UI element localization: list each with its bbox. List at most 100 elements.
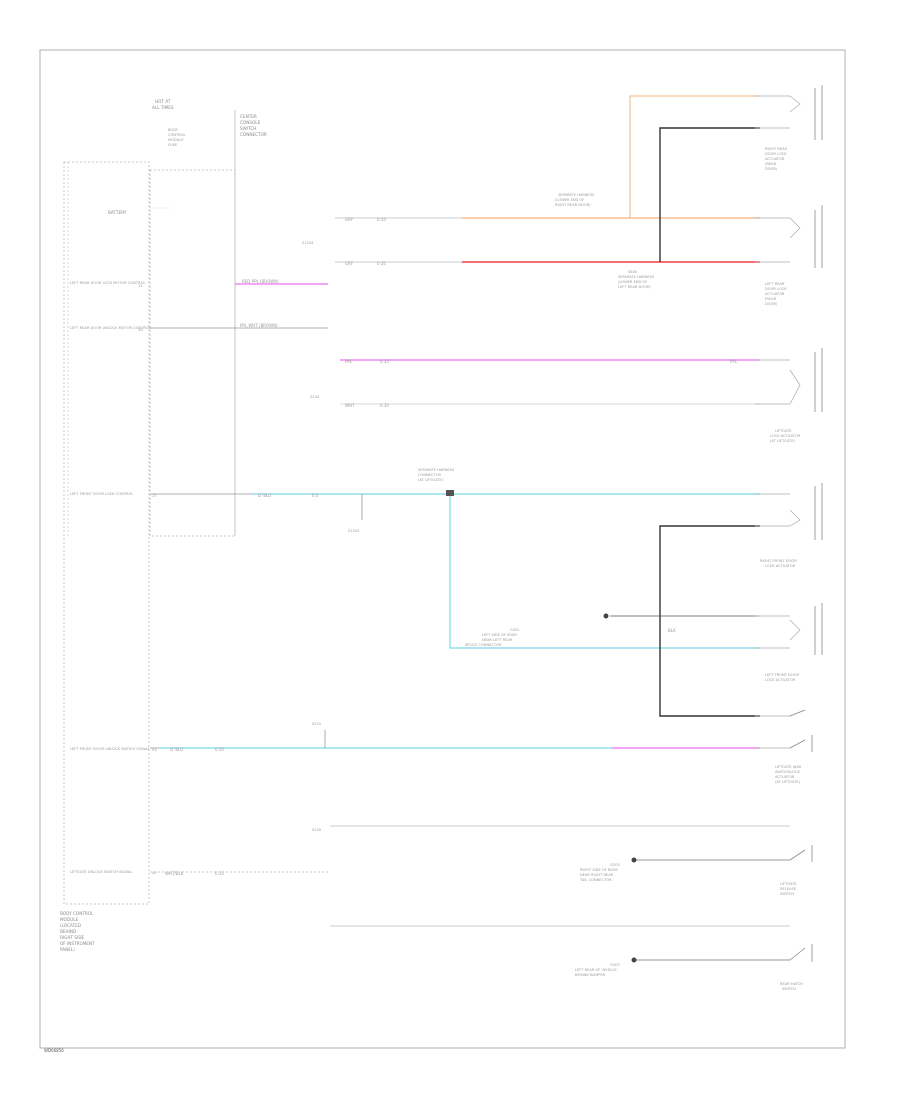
connector-1-line1: SEPARATE HARNESS (558, 193, 595, 197)
center-label-2: CONSOLE (240, 120, 261, 125)
connector-2-line2: SEPARATE HARNESS (618, 275, 655, 279)
wire-black-top (659, 127, 760, 262)
ppl-label: PPL (730, 359, 738, 364)
wire-gauge-8: 0.35 (215, 871, 224, 876)
ltblu-label-2: LT BLU (170, 747, 183, 752)
hot-at-label: HOT AT (155, 99, 171, 104)
lf-door-label-1: LEFT FRONT DOOR (765, 673, 799, 677)
diagram-frame (39, 49, 846, 1049)
center-label-4: CONNECTOR (240, 132, 267, 137)
pin-label-3: LEFT FRONT DOOR LOCK CONTROL (70, 492, 133, 496)
connector-1-line2: (LOWER END OF (555, 198, 584, 202)
rear-hatch-switch (789, 944, 813, 962)
fuse-label-3: MODULE (168, 138, 184, 142)
liftgate-label-3: (AT LIFTGATE) (770, 439, 796, 443)
pin-label-2: LEFT REAR DOOR UNLOCK MOTOR CONTROL (70, 326, 151, 330)
module-name-3: (LOCATED (60, 923, 81, 928)
pin-number-2: X4 (138, 328, 143, 332)
connector-5-line2: RIGHT SIDE OF BODY (580, 868, 619, 872)
body-control-module-box (63, 161, 150, 905)
pin-number-5: X2 (152, 871, 157, 875)
lg-switch-label-1: LIFTGATE AJAR (775, 765, 802, 769)
lr-door-label-1: LEFT REAR (765, 282, 785, 286)
pin-label-1: LEFT REAR DOOR LOCK MOTOR CONTROL (70, 281, 145, 285)
connector-3-line2: CONNECTOR (418, 473, 442, 477)
gray-wire-label: PPL WHT (BROWN) (240, 323, 278, 328)
center-label-3: SWITCH (240, 126, 256, 131)
connector-4-line1: G301 (510, 628, 520, 632)
splice-2: S234 (310, 395, 320, 399)
pin-label-5: LIFTGATE UNLOCK SWITCH SIGNAL (70, 870, 132, 874)
wire-black-front (659, 525, 760, 717)
rr-door-label-5: DOOR) (765, 167, 778, 171)
splice-5: S239 (312, 828, 322, 832)
wire-code-3: PPL (345, 359, 353, 364)
connector-6-line3: BEHIND BUMPER (575, 973, 606, 977)
fuse-label-1: BODY (168, 128, 179, 132)
lr-door-label-4: (REAR (765, 297, 777, 301)
liftgate-ajar-switch (755, 709, 813, 752)
wire-gauge-5: 0.5 (312, 493, 319, 498)
rear-hatch-label-1: REAR HATCH (780, 982, 803, 986)
ground-symbol-1 (603, 613, 609, 619)
splice-4: S231 (312, 722, 321, 726)
module-name-4: BEHIND (60, 929, 76, 934)
lg-release-label-2: RELEASE (780, 887, 797, 891)
lg-switch-label-3: ACTUATOR (775, 775, 795, 779)
wire-gauge-1: 0.35 (377, 217, 386, 222)
connector-2-line4: LEFT REAR DOOR) (618, 285, 651, 289)
wire-code-8: WHT/BLK (165, 871, 184, 876)
connector-1-line3: RIGHT REAR DOOR) (555, 203, 591, 207)
pin-number-4: X3 (152, 748, 157, 752)
lg-switch-label-4: (AT LIFTGATE) (775, 780, 801, 784)
connector-2-line3: (LOWER END OF (618, 280, 647, 284)
lf-door-label-2: LOCK ACTUATOR (765, 678, 796, 682)
footer-code: WD06856 (44, 1048, 64, 1053)
center-label-1: CENTER (240, 114, 257, 119)
rr-door-label-4: (REAR (765, 162, 777, 166)
wire-ltblu-left-front (449, 494, 760, 649)
connector-3-line3: (AT LIFTGATE) (418, 478, 444, 482)
wire-code-2: GRY (345, 261, 354, 266)
module-name-5: RIGHT SIDE (60, 935, 85, 940)
lg-release-label-1: LIFTGATE (780, 882, 797, 886)
pin-number-1: 12 (138, 284, 143, 288)
battery-label: BATTERY (108, 210, 127, 215)
connector-6-line2: LEFT REAR OF VEHICLE (575, 968, 618, 972)
module-name-7: PANEL) (60, 947, 75, 952)
connector-3-line1: SEPARATE HARNESS (418, 468, 455, 472)
lr-door-label-3: ACTUATOR (765, 292, 785, 296)
splice-3: S1204 (348, 529, 360, 533)
wire-gauge-4: 0.35 (380, 403, 389, 408)
left-front-door-actuator (755, 603, 823, 655)
pin-label-4: LEFT FRONT DOOR UNLOCK SWITCH SIGNAL (70, 747, 150, 751)
connector-5-line1: G203 (610, 863, 620, 867)
right-rear-door-actuator (755, 85, 823, 140)
wire-gauge-2: 0.35 (377, 261, 386, 266)
pink-wire-label: RED PPL (BROWN) (242, 279, 279, 284)
pin-number-3: 17 (152, 494, 157, 498)
rf-door-label-1: RIGHT FRONT DOOR (760, 559, 797, 563)
connector-2-line1: S800 (628, 270, 638, 274)
rr-door-label-3: ACTUATOR (765, 157, 785, 161)
wire-code-4: WHT (345, 403, 355, 408)
lr-door-label-5: DOOR) (765, 302, 778, 306)
left-rear-door-actuator (755, 205, 823, 268)
rr-door-label-2: DOOR LOCK (765, 152, 787, 156)
ground-symbol-3 (631, 957, 637, 963)
ltblu-label-1: LT BLU (258, 493, 271, 498)
right-front-door-actuator (755, 483, 823, 540)
connector-4-line2: LEFT SIDE OF BODY (482, 633, 518, 637)
lr-door-label-2: DOOR LOCK (765, 287, 787, 291)
liftgate-actuator (755, 348, 823, 412)
lg-release-label-3: SWITCH (780, 892, 794, 896)
center-console-switch-box (149, 169, 236, 537)
fuse-label-4: FUSE (168, 143, 178, 147)
connector-4-line4: SPLICE CONNECTOR (465, 643, 502, 647)
module-name-6: OF INSTRUMENT (60, 941, 95, 946)
all-times-label: ALL TIMES (152, 105, 174, 110)
module-name-1: BODY CONTROL (60, 911, 94, 916)
wire-code-blk: BLK (668, 628, 676, 633)
rr-door-label-1: RIGHT REAR (765, 147, 788, 151)
wire-gauge-3: 0.35 (380, 359, 389, 364)
